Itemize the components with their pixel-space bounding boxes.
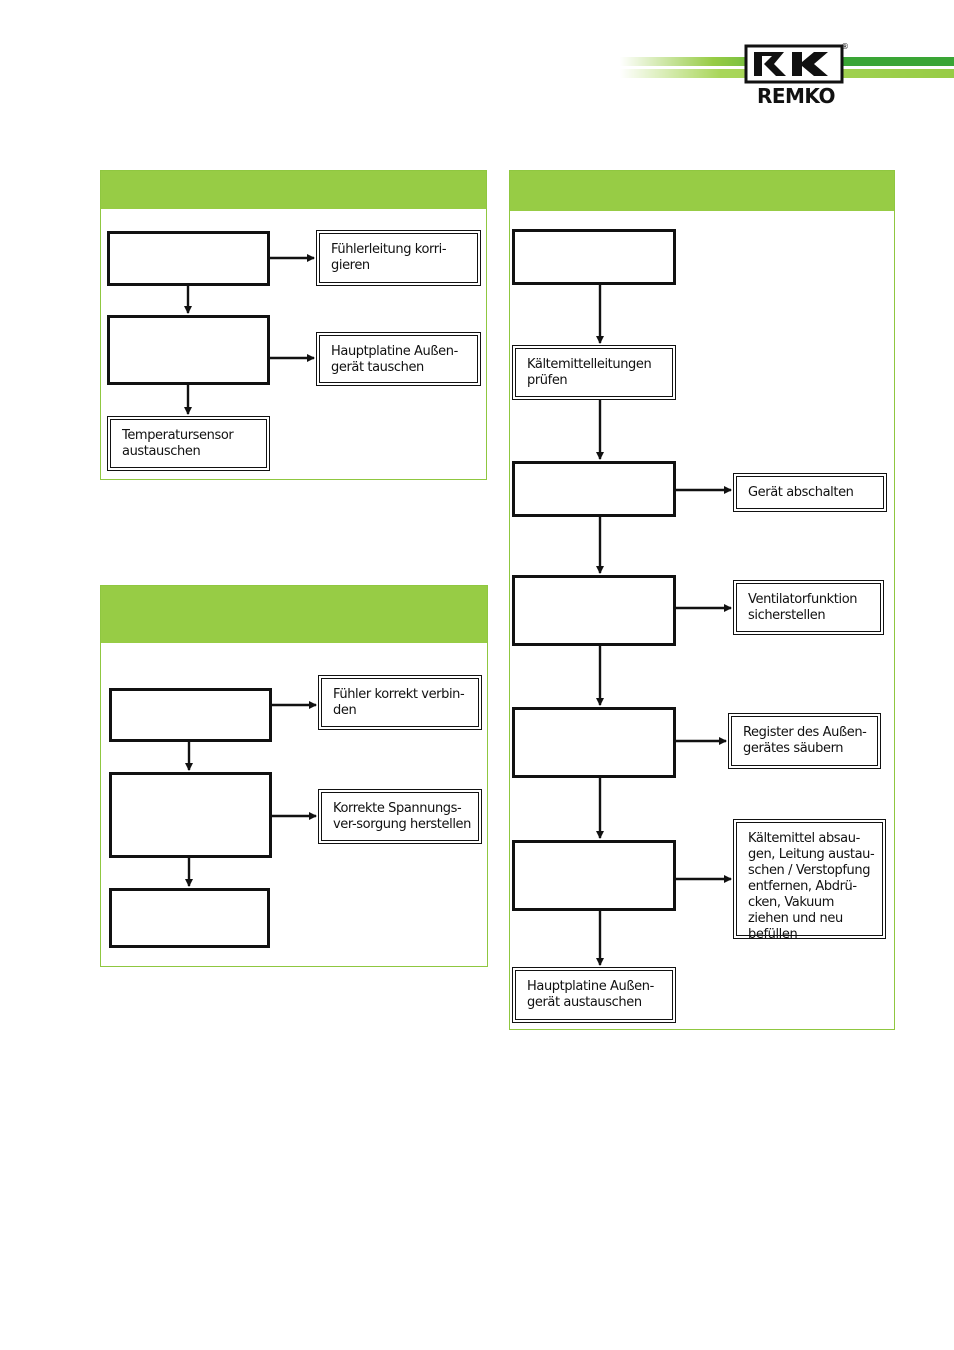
s2-step-b bbox=[109, 772, 272, 858]
s3-action-register: Register des Außen-gerätes säubern bbox=[728, 713, 881, 769]
section-1-heading bbox=[101, 171, 486, 209]
s3-step-start bbox=[512, 229, 676, 285]
brand-name: REMKO bbox=[756, 84, 836, 108]
s3-check-lines: Kältemittelleitungen prüfen bbox=[512, 345, 676, 400]
section-2-heading bbox=[101, 586, 487, 643]
s2-action-power: Korrekte Spannungs-ver-sorgung herstelle… bbox=[318, 789, 482, 844]
s3-action-fan: Ventilatorfunktion sicherstellen bbox=[733, 580, 884, 635]
s1-action-mainboard: Hauptplatine Außen-gerät tauschen bbox=[316, 332, 481, 386]
s2-action-connect: Fühler korrekt verbin-den bbox=[318, 675, 482, 730]
s3-step-q3 bbox=[512, 707, 676, 778]
s3-action-mainboard: Hauptplatine Außen-gerät austauschen bbox=[512, 967, 676, 1023]
s1-action-sensor: Temperatursensor austauschen bbox=[107, 416, 270, 471]
s2-step-a bbox=[109, 688, 272, 742]
s1-action-wiring: Fühlerleitung korri-gieren bbox=[316, 230, 481, 286]
registered-mark: ® bbox=[841, 42, 849, 51]
s3-action-switch-off: Gerät abschalten bbox=[733, 473, 887, 512]
s1-step-b bbox=[107, 315, 270, 385]
s1-step-a bbox=[107, 231, 270, 286]
s2-step-c bbox=[109, 888, 270, 948]
section-3-heading bbox=[510, 171, 894, 211]
s3-step-q1 bbox=[512, 461, 676, 517]
s3-step-q2 bbox=[512, 575, 676, 646]
s3-step-q4 bbox=[512, 840, 676, 911]
remko-logo-icon bbox=[744, 44, 844, 84]
s3-action-refrigerant: Kältemittel absau-gen, Leitung austau-sc… bbox=[733, 819, 886, 942]
